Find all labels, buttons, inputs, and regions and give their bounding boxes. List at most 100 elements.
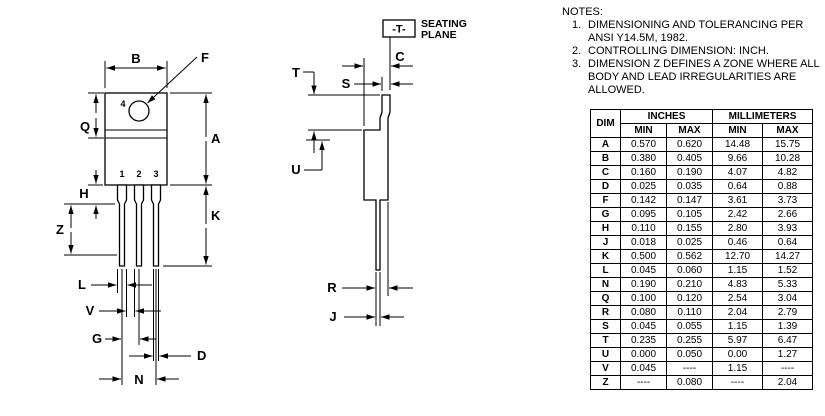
value-cell: 14.27 [762, 249, 813, 264]
value-cell: 0.018 [620, 235, 667, 250]
value-cell: 0.045 [620, 319, 667, 334]
value-cell: 1.15 [712, 319, 763, 334]
value-cell: 0.500 [620, 249, 667, 264]
dim-label-U: U [291, 162, 300, 177]
value-cell: 0.045 [620, 361, 667, 376]
dimension-F: F [147, 50, 209, 104]
note-item: 1.DIMENSIONING AND TOLERANCING PER ANSI … [572, 19, 824, 45]
value-cell: ---- [666, 361, 713, 376]
value-cell: 0.025 [620, 179, 667, 194]
dimension-L: L [78, 269, 152, 293]
value-cell: 0.142 [620, 193, 667, 208]
lead-2 [133, 184, 145, 267]
dimension-K: K [163, 186, 221, 267]
table-subheader-cell: MAX [666, 123, 713, 138]
value-cell: 2.04 [712, 305, 763, 320]
value-cell: 2.66 [762, 207, 813, 222]
dim-cell: H [590, 221, 621, 236]
dim-label-K: K [211, 208, 221, 223]
dim-cell: V [590, 361, 621, 376]
dimension-J: J [329, 272, 404, 326]
value-cell: 0.080 [620, 305, 667, 320]
dimension-T: T [292, 65, 380, 153]
value-cell: 0.025 [666, 235, 713, 250]
dimension-S: S [342, 76, 413, 91]
dim-label-A: A [211, 131, 221, 146]
dim-label-D: D [197, 348, 206, 363]
value-cell: 0.060 [666, 263, 713, 278]
dim-label-N: N [134, 372, 143, 387]
note-item: 2.CONTROLLING DIMENSION: INCH. [572, 45, 824, 58]
table-subheader-cell: MIN [712, 123, 763, 138]
package-outline-drawing: 4 1 2 3 B F [56, 18, 467, 387]
front-view: 4 1 2 3 B F [56, 50, 221, 387]
dim-cell: K [590, 249, 621, 264]
note-text: DIMENSION Z DEFINES A ZONE WHERE ALL BOD… [588, 58, 820, 96]
value-cell: 0.105 [666, 207, 713, 222]
dimension-B: B [104, 51, 168, 88]
dimension-A: A [170, 92, 221, 186]
dim-cell: A [590, 137, 621, 152]
value-cell: 0.110 [666, 305, 713, 320]
dim-label-G: G [92, 331, 102, 346]
dim-label-Q: Q [80, 119, 90, 134]
dim-label-L: L [78, 277, 86, 292]
value-cell: 2.42 [712, 207, 763, 222]
value-cell: ---- [712, 375, 763, 390]
value-cell: 0.055 [666, 319, 713, 334]
notes-heading: NOTES: [562, 6, 603, 18]
value-cell: 2.79 [762, 305, 813, 320]
note-item: 3.DIMENSION Z DEFINES A ZONE WHERE ALL B… [572, 58, 824, 97]
dim-cell: F [590, 193, 621, 208]
dim-label-F: F [201, 50, 209, 65]
value-cell: 0.46 [712, 235, 763, 250]
value-cell: 0.562 [666, 249, 713, 264]
value-cell: 0.155 [666, 221, 713, 236]
dim-label-R: R [327, 280, 337, 295]
value-cell: 3.73 [762, 193, 813, 208]
dim-cell: D [590, 179, 621, 194]
package-body-side [363, 94, 391, 271]
value-cell: 0.035 [666, 179, 713, 194]
dimension-H: H [64, 170, 115, 219]
seating-plane-label-line2: PLANE [421, 29, 457, 41]
dim-cell: J [590, 235, 621, 250]
seating-plane-label-line1: SEATING [421, 18, 467, 30]
dim-label-B: B [131, 51, 140, 66]
value-cell: ---- [762, 361, 813, 376]
dimension-G: G [92, 269, 156, 346]
value-cell: 5.33 [762, 277, 813, 292]
value-cell: 2.04 [762, 375, 813, 390]
table-row: Z----0.080----2.04 [590, 375, 813, 390]
dimension-R: R [327, 202, 413, 326]
value-cell: 0.095 [620, 207, 667, 222]
dimension-U: U [291, 139, 330, 177]
value-cell: 15.75 [762, 137, 813, 152]
dim-cell: N [590, 277, 621, 292]
value-cell: 0.110 [620, 221, 667, 236]
dim-label-C: C [395, 49, 405, 64]
dim-cell: S [590, 319, 621, 334]
note-text: DIMENSIONING AND TOLERANCING PER ANSI Y1… [588, 19, 804, 44]
inches-header-cell: INCHES [620, 109, 713, 124]
table-subheader-cell: MIN [620, 123, 667, 138]
value-cell: 0.147 [666, 193, 713, 208]
lead-1 [116, 184, 128, 267]
value-cell: 4.82 [762, 165, 813, 180]
value-cell: 0.255 [666, 333, 713, 348]
value-cell: 1.15 [712, 361, 763, 376]
lead-3 [150, 184, 162, 267]
millimeters-header-cell: MILLIMETERS [712, 109, 813, 124]
